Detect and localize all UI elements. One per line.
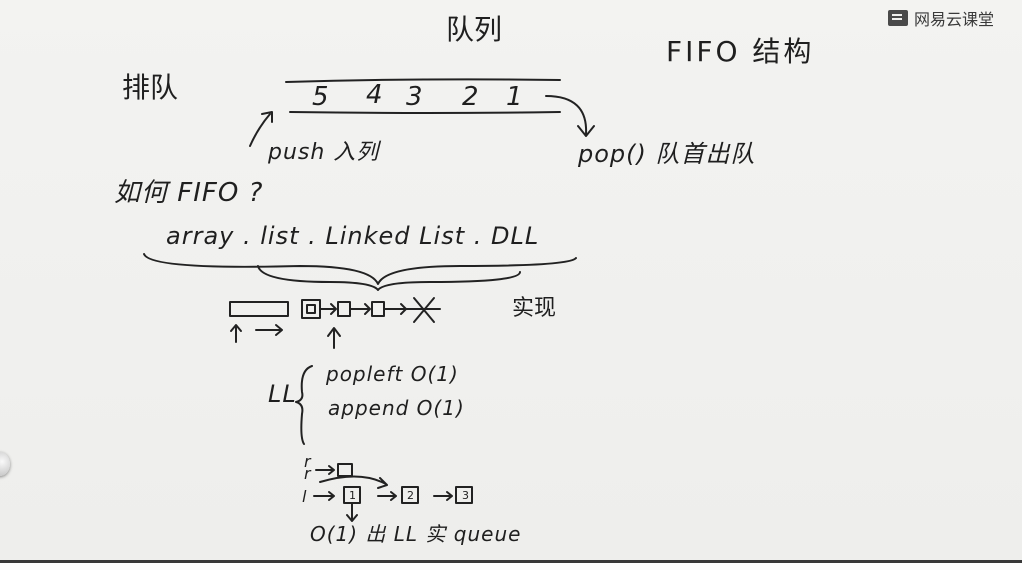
pop-arrowhead xyxy=(577,125,595,137)
ll-node-b xyxy=(337,301,351,317)
r-curved-arrow xyxy=(319,475,388,489)
ll-curly-brace xyxy=(295,365,313,445)
array-right-arrow xyxy=(255,324,283,336)
implementation-options: array . list . Linked List . DLL xyxy=(166,222,540,250)
pointer-l: l xyxy=(302,487,308,506)
ll-node-a-inner xyxy=(306,304,316,314)
pop-label: pop() 队首出队 xyxy=(578,140,756,168)
push-arrow xyxy=(249,113,271,147)
implement-label: 实现 xyxy=(512,296,557,321)
bottom-edge-bar xyxy=(0,560,1022,563)
array-up-arrow xyxy=(230,324,242,343)
ll-node-c xyxy=(371,301,385,317)
ll-queue-conclusion: O(1) 出 LL 实 queue xyxy=(310,522,522,546)
node-box-2 xyxy=(401,486,419,504)
node-number-1: 1 xyxy=(349,489,356,502)
options-brace xyxy=(143,253,577,285)
queue-value-2: 2 xyxy=(462,82,480,112)
notebook-icon xyxy=(888,10,908,26)
pointer-r-mid: r xyxy=(304,464,312,483)
array-box xyxy=(229,301,289,317)
append-complexity: append O(1) xyxy=(328,396,465,420)
ll-removed-node xyxy=(405,297,441,323)
l-arrow xyxy=(313,491,335,501)
link-1-2 xyxy=(377,491,397,501)
queue-value-3: 3 xyxy=(406,82,424,112)
sub-brace xyxy=(257,265,521,291)
queueing-label: 排队 xyxy=(122,71,179,104)
pointer-r-top: r xyxy=(304,452,312,471)
queue-value-1: 1 xyxy=(506,82,524,112)
queue-top-rail xyxy=(285,78,561,83)
push-arrowhead xyxy=(261,111,273,123)
ll-head-up-arrow xyxy=(327,327,341,349)
node-number-2: 2 xyxy=(407,489,414,502)
node-box-1 xyxy=(343,486,361,504)
notes-title: 队列 xyxy=(446,13,503,46)
brand-watermark: 网易云课堂 xyxy=(888,6,994,30)
new-node-box xyxy=(337,463,353,477)
queue-value-4: 4 xyxy=(366,80,384,110)
ll-node-a xyxy=(301,299,321,319)
brand-name: 网易云课堂 xyxy=(914,10,995,29)
pop-arrow xyxy=(545,95,588,135)
queue-bottom-rail xyxy=(289,111,561,114)
how-fifo-question: 如何 FIFO ? xyxy=(114,178,264,208)
link-2-3 xyxy=(433,491,453,501)
fifo-structure-label: FIFO 结构 xyxy=(666,35,815,68)
queue-value-5: 5 xyxy=(312,82,330,112)
side-nav-handle[interactable] xyxy=(0,452,10,476)
ll-label: LL xyxy=(268,380,297,408)
popleft-complexity: popleft O(1) xyxy=(326,362,459,386)
r-arrow-top xyxy=(315,465,335,475)
node-box-3 xyxy=(455,486,473,504)
push-label: push 入列 xyxy=(268,140,380,165)
ll-link-b xyxy=(349,303,371,315)
dequeue-down-arrow xyxy=(346,503,358,522)
ll-link-a xyxy=(319,303,337,315)
ll-link-c xyxy=(383,303,407,315)
node-number-3: 3 xyxy=(462,489,469,502)
